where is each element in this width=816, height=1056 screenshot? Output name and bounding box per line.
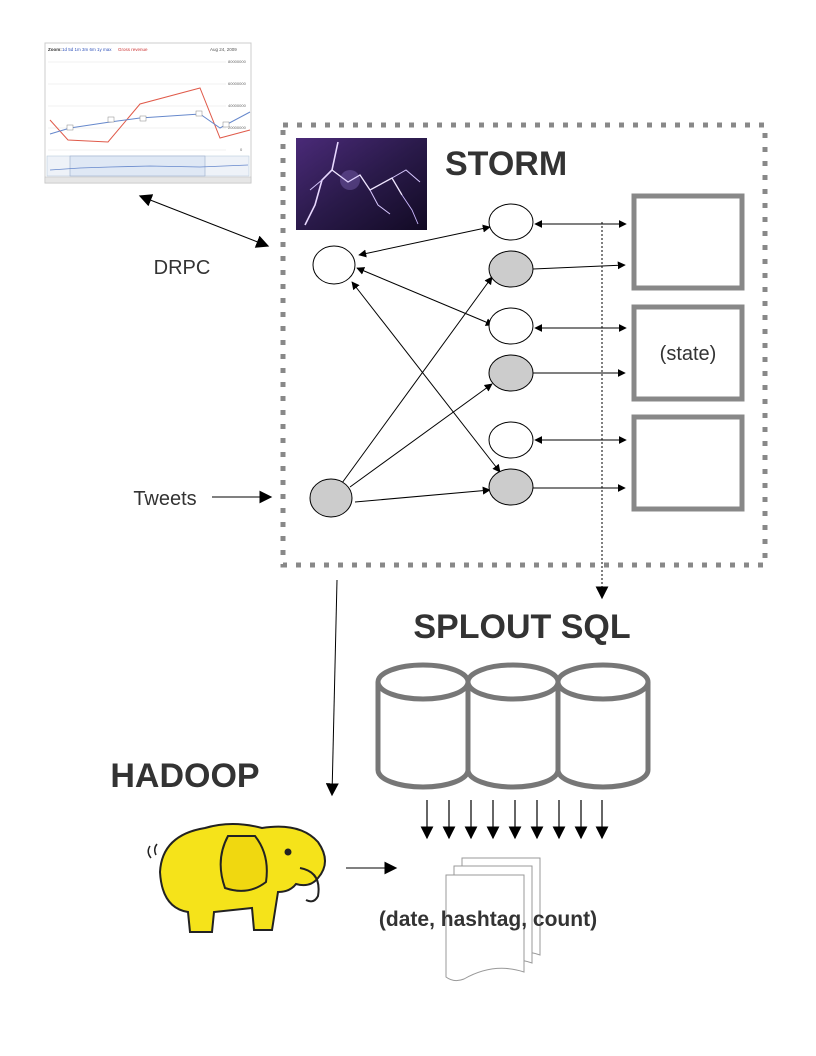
splout-title: SPLOUT SQL	[413, 608, 630, 646]
drpc-label: DRPC	[154, 257, 211, 279]
thumbnail-ytick-1: 80000000	[228, 59, 247, 64]
thumbnail-ytick-2: 60000000	[228, 81, 247, 86]
arrow-to-hadoop	[325, 579, 339, 797]
splout-down-arrows	[420, 800, 609, 840]
output-label: (date, hashtag, count)	[379, 908, 597, 931]
state-box-3	[631, 414, 745, 512]
lightning-image	[296, 138, 427, 230]
thumbnail-scrollbar	[44, 176, 252, 184]
thumbnail-legend: Gross revenue	[118, 47, 148, 52]
query-bolt-node-1	[488, 203, 534, 241]
query-bolt-node-2	[488, 307, 534, 345]
splout-cylinders	[375, 662, 651, 790]
arrow-drpc-top	[358, 224, 491, 258]
drpc-spout-node	[312, 245, 356, 285]
thumbnail-navigator-line	[49, 164, 249, 171]
thumbnail-ytick-5: 0	[240, 147, 243, 152]
storm-boundary	[280, 122, 768, 568]
arrow-to-state-1	[532, 261, 626, 270]
arrow-tweets-2	[349, 383, 493, 488]
arrow-drpc-low	[351, 281, 501, 473]
tweets-label: Tweets	[133, 488, 196, 510]
state-boxes	[631, 193, 745, 512]
arrow-tweets-3	[354, 486, 491, 503]
cylinder-2	[465, 662, 561, 790]
cylinder-1	[375, 662, 471, 790]
count-bolt-node-3	[488, 468, 534, 506]
state-box-2	[631, 304, 745, 402]
chart-thumbnail: Zoom: 1d 5d 1m 3m 6m 1y max Gross revenu…	[44, 42, 252, 184]
thumbnail-zoom-options: 1d 5d 1m 3m 6m 1y max	[62, 47, 112, 52]
arrow-drpc-mid	[356, 267, 494, 326]
hadoop-title: HADOOP	[110, 757, 259, 795]
query-bolt-node-3	[488, 421, 534, 459]
arrow-tweets-1	[341, 276, 493, 484]
thumbnail-ytick-3: 40000000	[228, 103, 247, 108]
storm-arrows	[138, 194, 627, 875]
tweets-spout-node	[309, 478, 353, 518]
output-documents	[445, 857, 541, 982]
thumbnail-red-line	[49, 87, 251, 143]
thumbnail-flags	[66, 110, 230, 131]
count-bolt-node-1	[488, 250, 534, 288]
state-box-1	[631, 193, 745, 291]
drpc-arrow	[138, 194, 270, 248]
thumbnail-zoom-label: Zoom:	[48, 47, 62, 52]
count-bolt-node-2	[488, 354, 534, 392]
thumbnail-gridlines	[48, 61, 226, 151]
cylinder-3	[555, 662, 651, 790]
thumbnail-date: Aug 24, 2009	[210, 47, 237, 52]
storm-nodes	[309, 203, 534, 518]
state-label: (state)	[660, 343, 717, 365]
thumbnail-ytick-4: 20000000	[228, 125, 247, 130]
hadoop-elephant-icon	[147, 823, 326, 933]
storm-title: STORM	[445, 145, 567, 183]
